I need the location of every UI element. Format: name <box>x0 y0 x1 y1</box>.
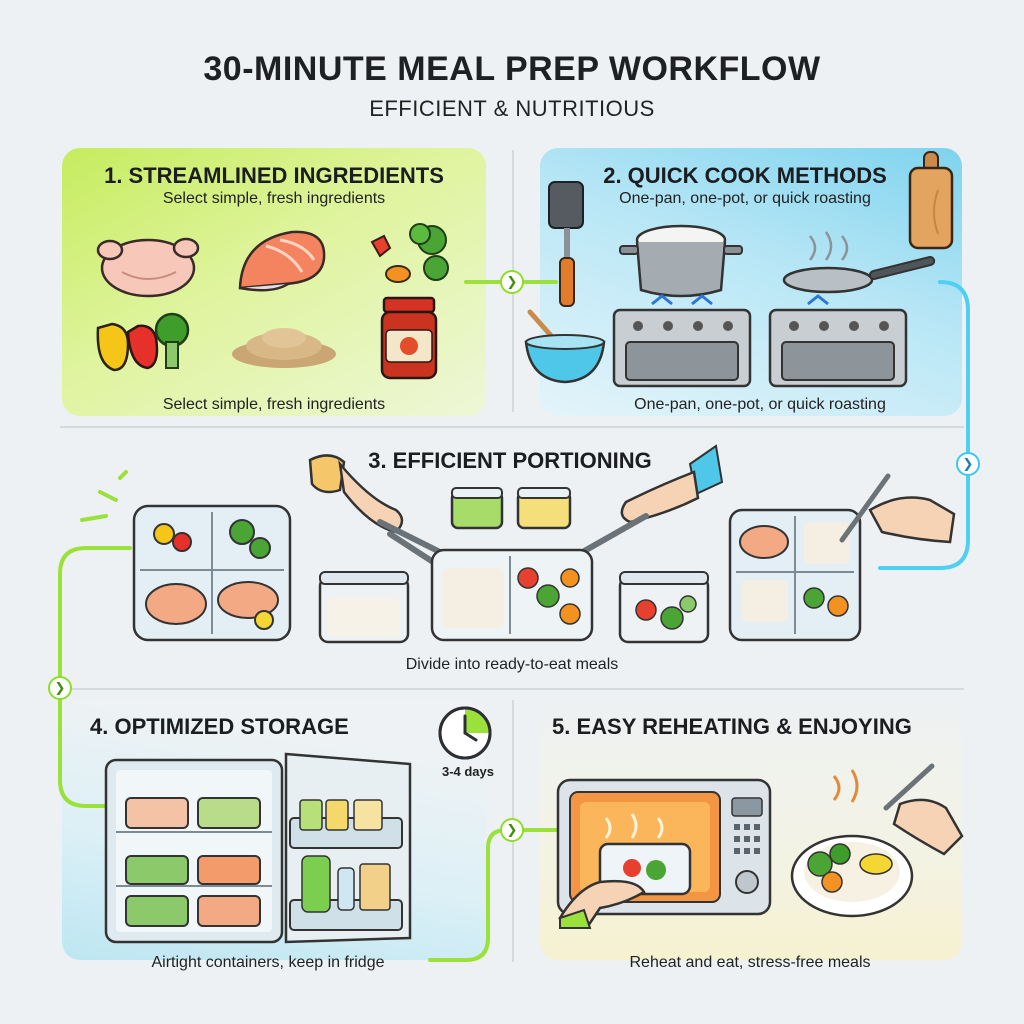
spatula-icon <box>548 181 584 307</box>
step-1-heading: 1. STREAMLINED INGREDIENTS <box>104 163 444 188</box>
clock-icon <box>438 706 492 760</box>
page-subtitle: EFFICIENT & NUTRITIOUS <box>369 96 655 121</box>
fridge-icon <box>104 752 412 944</box>
meal-container-icon-5 <box>728 508 862 642</box>
stove-icon-2 <box>768 294 908 388</box>
step-2-subtitle: One-pan, one-pot, or quick roasting <box>619 190 871 207</box>
step-3-caption: Divide into ready-to-eat meals <box>405 656 619 673</box>
page-title: 30-MINUTE MEAL PREP WORKFLOW <box>203 50 821 88</box>
peppers-broccoli-icon <box>96 312 190 372</box>
step-5-heading: 5. EASY REHEATING & ENJOYING <box>552 714 912 739</box>
step-2-caption: One-pan, one-pot, or quick roasting <box>634 396 886 413</box>
fork-hand-icon-1 <box>839 473 956 544</box>
spoon-hand-icon <box>569 444 724 561</box>
divider-upper <box>60 426 964 428</box>
step-1-caption: Select simple, fresh ingredients <box>162 396 386 413</box>
step-1-subtitle: Select simple, fresh ingredients <box>162 190 386 207</box>
step-4-caption: Airtight containers, keep in fridge <box>151 954 385 971</box>
flow-arrow-1: ❯ <box>500 270 524 294</box>
divider-lower <box>60 688 964 690</box>
meal-container-icon-4 <box>618 571 710 644</box>
salmon-icon <box>238 230 326 292</box>
sauce-jar-icon <box>380 296 438 380</box>
plate-icon <box>790 763 964 918</box>
cutting-board-icon <box>908 151 954 250</box>
meal-container-icon-1 <box>132 504 292 642</box>
chicken-icon <box>96 237 200 298</box>
flow-arrow-2: ❯ <box>956 452 980 476</box>
storage-duration-badge: 3-4 days <box>441 764 495 779</box>
pot-icon <box>619 224 743 298</box>
meal-container-icon-2 <box>318 571 410 644</box>
step-4-heading: 4. OPTIMIZED STORAGE <box>90 714 349 739</box>
sauce-cups-icon <box>450 487 572 530</box>
step-2-heading: 2. QUICK COOK METHODS <box>603 163 887 188</box>
stove-icon-1 <box>612 294 752 388</box>
flow-arrow-4: ❯ <box>500 818 524 842</box>
rice-icon <box>232 328 336 368</box>
step-3-heading: 3. EFFICIENT PORTIONING <box>368 448 652 473</box>
reheat-container-hand-icon <box>558 842 692 929</box>
pan-icon <box>782 231 936 294</box>
flow-arrow-3: ❯ <box>48 676 72 700</box>
meal-container-icon-3 <box>430 548 594 642</box>
sparkle-icon <box>80 470 128 522</box>
bowl-icon <box>524 309 606 384</box>
step-5-caption: Reheat and eat, stress-free meals <box>629 954 871 971</box>
vegetables-icon <box>370 223 449 283</box>
